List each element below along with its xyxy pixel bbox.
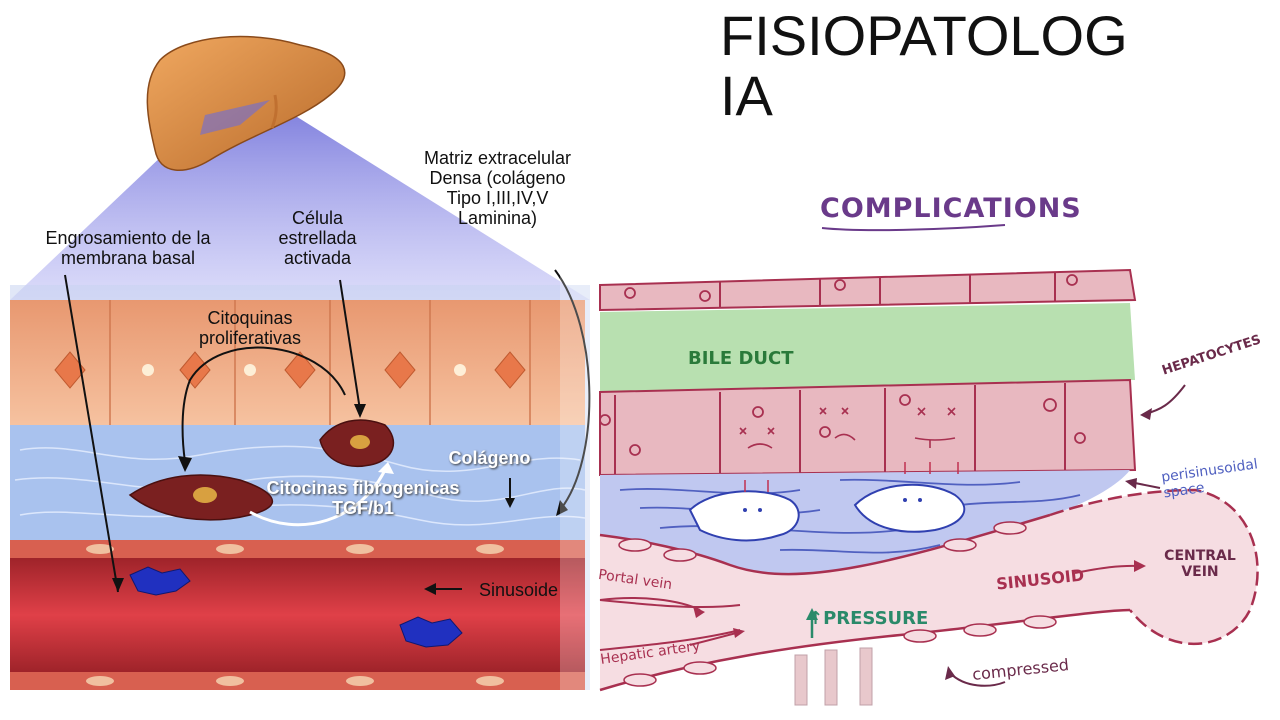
- label-sinusoide: Sinusoide: [478, 580, 559, 600]
- top-hepatocyte-row: [599, 268, 1137, 312]
- label-bile-duct: BILE DUCT: [688, 348, 794, 369]
- complications-heading: COMPLICATIONS: [820, 193, 1082, 224]
- label-colageno: Colágeno: [448, 448, 531, 468]
- sinusoid-vessel: [10, 540, 585, 690]
- bottom-hepatocyte-row: [599, 378, 1137, 477]
- bile-duct: [600, 303, 1135, 392]
- label-central-vein: CENTRAL VEIN: [1164, 548, 1236, 580]
- kupffer-cell-2: [399, 616, 463, 648]
- label-pressure: ↑PRESSURE: [808, 608, 929, 629]
- stellate-cell-right-2: [853, 483, 966, 533]
- label-membrana-basal: Engrosamiento de la membrana basal: [45, 228, 211, 268]
- magnification-cone: [10, 100, 590, 300]
- label-matriz-extracelular: Matriz extracelular Densa (colágeno Tipo…: [423, 148, 572, 228]
- stellate-cell-right-1: [688, 490, 800, 542]
- label-citoquinas: Citoquinas proliferativas: [198, 308, 302, 348]
- label-citocinas: Citocinas fibrogenicas TGF/b1: [266, 478, 460, 518]
- kupffer-cell-1: [129, 566, 191, 596]
- label-celula-estrellada: Célula estrellada activada: [278, 208, 357, 268]
- sinusoid-lumen: [600, 490, 1258, 690]
- slide-title: FISIOPATOLOG IA: [720, 4, 1128, 127]
- liver-icon: [146, 35, 346, 171]
